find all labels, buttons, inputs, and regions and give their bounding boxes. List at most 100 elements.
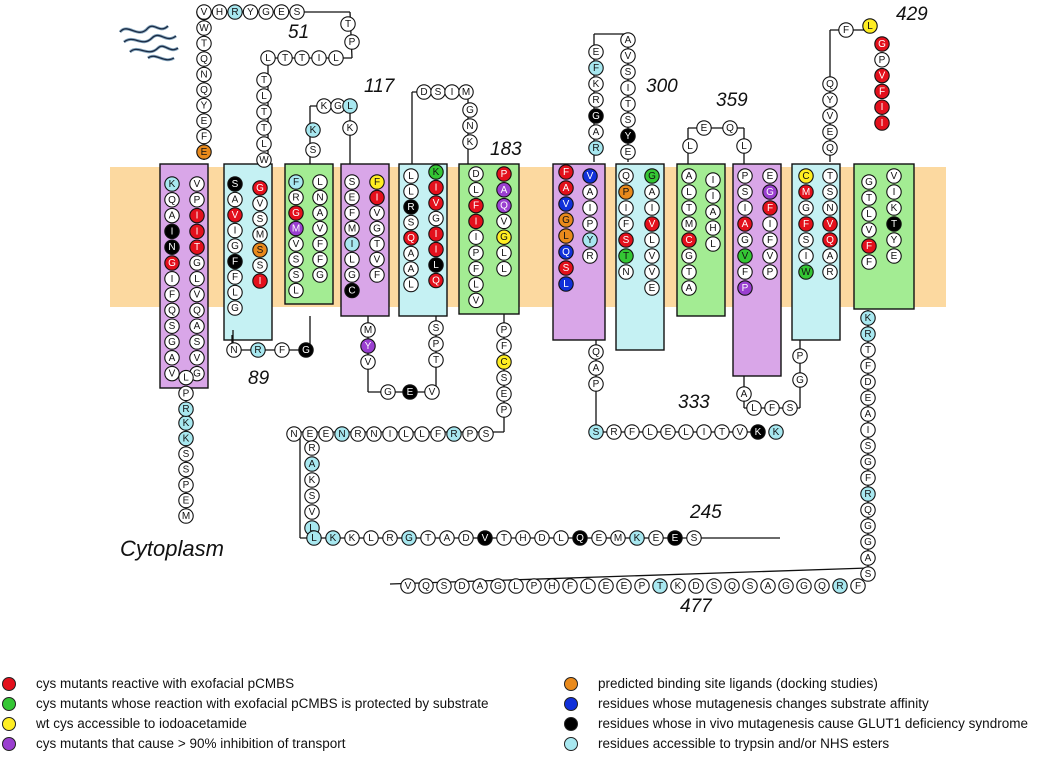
- residue: F: [164, 286, 180, 303]
- residue-letter: A: [309, 459, 316, 470]
- residue-circle: [705, 204, 721, 220]
- residue-circle: [274, 342, 290, 358]
- residue: P: [737, 280, 753, 296]
- residue-letter: I: [703, 427, 706, 438]
- residue-circle: [288, 267, 304, 283]
- residue-letter: K: [183, 418, 190, 429]
- residue: S: [706, 578, 722, 594]
- residue: L: [288, 282, 304, 299]
- residue-circle: [553, 530, 569, 546]
- residue: F: [430, 426, 446, 442]
- residue: N: [164, 239, 180, 255]
- residue: T: [256, 120, 272, 136]
- residue: Q: [588, 344, 604, 360]
- residue-letter: R: [308, 443, 315, 454]
- residue-letter: E: [349, 193, 356, 204]
- residue-letter: E: [596, 533, 603, 544]
- residue-letter: T: [686, 203, 692, 214]
- residue-letter: G: [466, 105, 474, 116]
- legend-item-purple: cys mutants that cause > 90% inhibition …: [2, 736, 346, 751]
- residue-letter: F: [563, 167, 569, 178]
- residue-circle: [196, 128, 212, 145]
- residue: L: [468, 182, 484, 198]
- residue-circle: [822, 108, 838, 124]
- residue-letter: I: [389, 429, 392, 440]
- residue-letter: I: [475, 232, 478, 243]
- residue: V: [189, 176, 205, 192]
- residue-circle: [468, 276, 484, 293]
- residue-circle: [860, 358, 876, 374]
- residue-circle: [312, 205, 328, 221]
- residue-circle: [227, 176, 243, 192]
- residue-circle: [737, 168, 753, 184]
- residue-circle: [588, 140, 604, 156]
- residue: A: [439, 530, 455, 546]
- residue-circle: [178, 430, 194, 447]
- label-300: 300: [646, 76, 678, 97]
- residue: L: [328, 50, 344, 66]
- residue: R: [582, 248, 598, 264]
- residue-letter: I: [196, 226, 199, 237]
- residue: S: [478, 426, 494, 442]
- residue-circle: [462, 426, 478, 442]
- residue: L: [260, 50, 276, 66]
- residue-letter: Y: [201, 101, 208, 112]
- residue-circle: [196, 4, 212, 20]
- residue-circle: [620, 112, 636, 128]
- residue-letter: E: [201, 147, 208, 158]
- residue-letter: E: [593, 47, 600, 58]
- residue-circle: [401, 530, 417, 546]
- residue-circle: [189, 255, 205, 271]
- residue: Y: [886, 232, 902, 248]
- residue-letter: K: [755, 427, 762, 438]
- residue: S: [860, 438, 876, 454]
- residue: M: [798, 184, 814, 200]
- residue: V: [304, 504, 320, 520]
- residue: D: [860, 374, 876, 390]
- residue-circle: [403, 245, 419, 262]
- residue: E: [588, 44, 604, 60]
- residue-letter: T: [345, 19, 351, 30]
- residue-circle: [242, 4, 259, 20]
- residue-circle: [860, 342, 876, 358]
- residue: L: [403, 183, 419, 200]
- residue-letter: M: [292, 224, 300, 235]
- residue-letter: T: [261, 123, 267, 134]
- residue-circle: [760, 578, 776, 594]
- residue: E: [660, 424, 676, 440]
- residue-letter: F: [501, 341, 507, 352]
- residue: P: [582, 216, 598, 232]
- residue: D: [534, 530, 550, 546]
- residue-letter: S: [183, 449, 190, 460]
- residue-letter: P: [879, 55, 886, 66]
- residue-circle: [678, 424, 694, 440]
- residue: I: [737, 200, 753, 216]
- residue-circle: [832, 578, 848, 594]
- residue: I: [620, 80, 636, 96]
- residue-letter: G: [348, 270, 356, 281]
- residue: I: [468, 213, 484, 230]
- residue: T: [886, 216, 902, 232]
- residue-letter: K: [634, 533, 641, 544]
- residue-circle: [714, 424, 730, 440]
- residue-circle: [682, 138, 698, 154]
- residue: S: [782, 400, 798, 416]
- residue: T: [369, 236, 385, 252]
- residue-circle: [874, 36, 890, 52]
- residue-circle: [344, 34, 360, 50]
- residue: K: [670, 578, 686, 594]
- residue: H: [705, 220, 721, 236]
- residue-circle: [582, 168, 598, 184]
- residue-letter: K: [349, 533, 356, 544]
- residue: L: [705, 236, 721, 252]
- residue-circle: [688, 578, 704, 594]
- residue: I: [644, 200, 660, 216]
- residue-circle: [588, 108, 604, 124]
- residue: V: [886, 168, 902, 184]
- residue: G: [227, 300, 243, 316]
- residue: V: [189, 350, 205, 366]
- residue-letter: H: [216, 7, 223, 18]
- residue: A: [860, 406, 876, 422]
- residue-letter: T: [261, 107, 267, 118]
- residue: K: [750, 424, 766, 440]
